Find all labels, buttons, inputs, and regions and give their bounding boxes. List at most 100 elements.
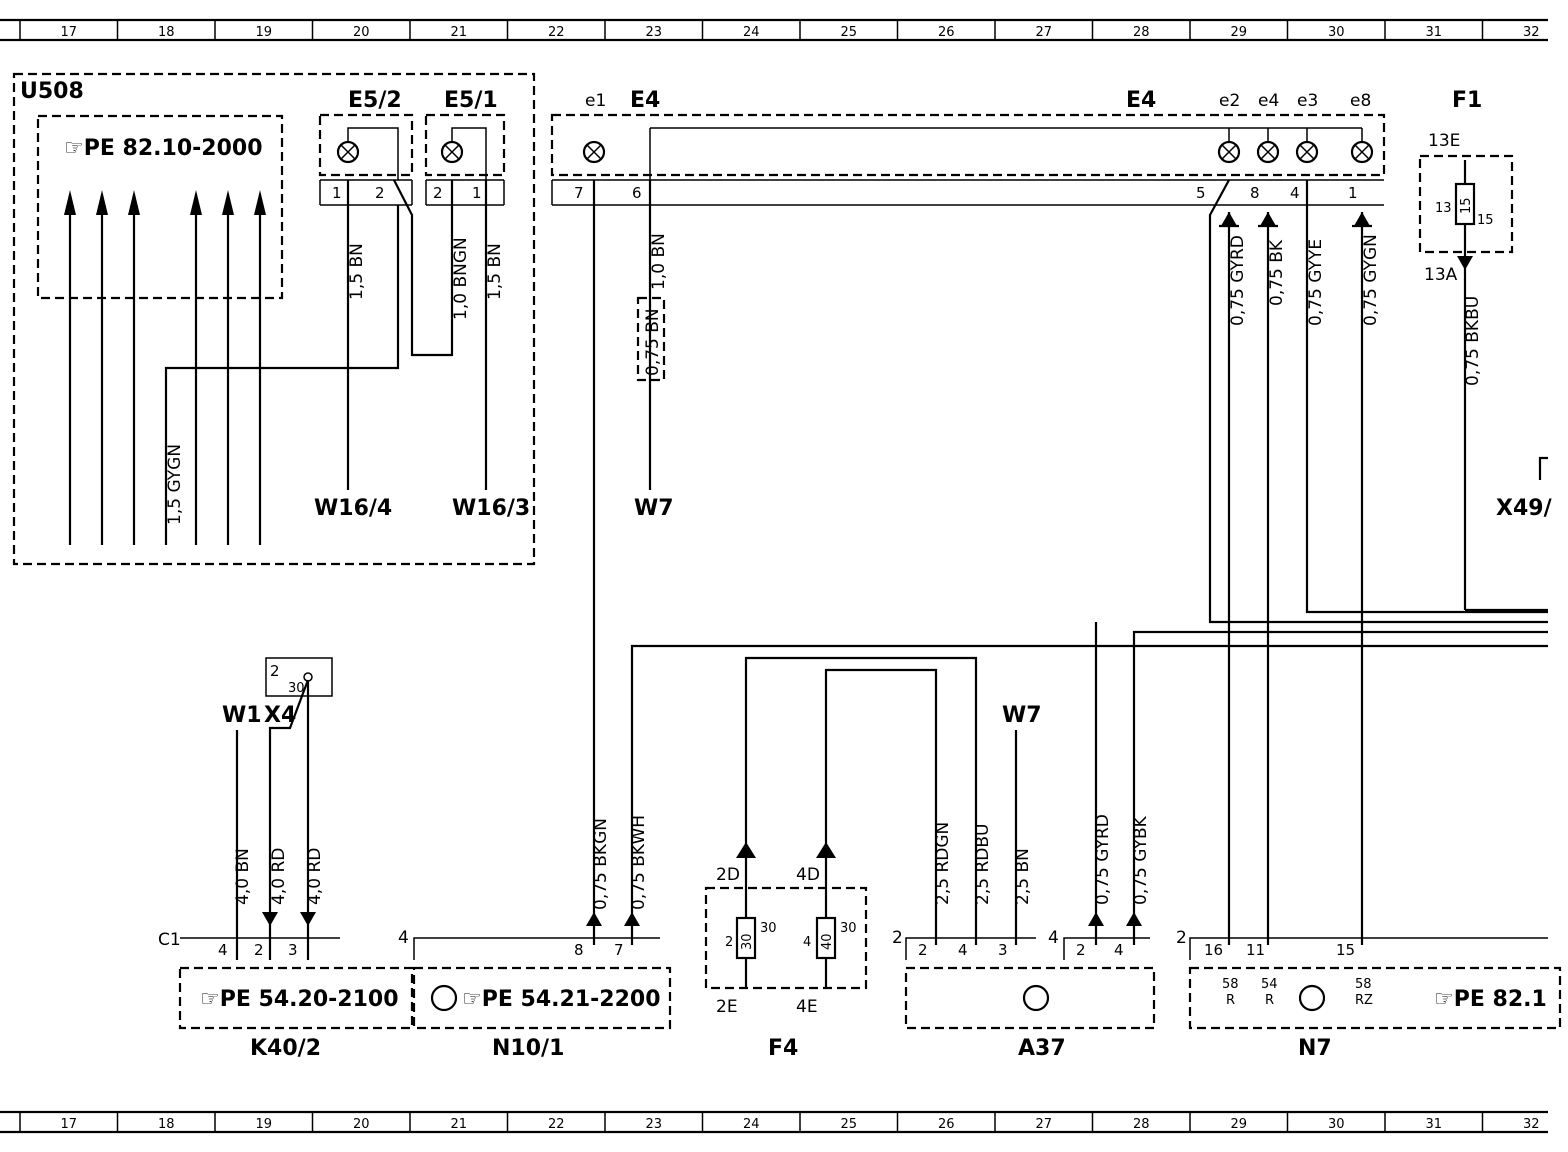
x49-label: X49/ (1496, 496, 1553, 521)
svg-text:0,75 BK: 0,75 BK (1267, 239, 1287, 306)
svg-text:30: 30 (840, 921, 857, 936)
svg-text:e4: e4 (1258, 91, 1279, 111)
grid-label: 21 (450, 1117, 467, 1132)
svg-text:8: 8 (574, 941, 584, 959)
grid-label: 18 (158, 25, 175, 40)
svg-text:0,75 BN: 0,75 BN (643, 308, 663, 376)
svg-text:4: 4 (398, 928, 409, 948)
grid-label: 21 (450, 25, 467, 40)
grid-label: 27 (1035, 1117, 1052, 1132)
svg-text:2,5 BN: 2,5 BN (1013, 848, 1033, 905)
svg-text:1,5 GYGN: 1,5 GYGN (165, 444, 185, 525)
svg-text:R: R (1226, 993, 1235, 1008)
svg-text:2: 2 (1076, 941, 1086, 959)
svg-text:e1: e1 (585, 91, 606, 111)
a37-label: A37 (1018, 1036, 1066, 1061)
grid-label: 29 (1230, 1117, 1247, 1132)
e4-block: e1 E4 E4 e2 e4 e3 e8 7 6 5 8 4 1 1,0 BN … (550, 88, 1548, 945)
svg-text:2: 2 (375, 184, 385, 202)
svg-text:2: 2 (1176, 928, 1187, 948)
n10-block: 4 8 7 ☞PE 54.21-2200 N10/1 0,75 BKGN 0,7… (398, 815, 672, 1061)
w1-label: W1 (222, 703, 262, 728)
svg-text:54: 54 (1261, 977, 1278, 992)
f4-label: F4 (768, 1036, 798, 1061)
bus-lines (630, 622, 1548, 945)
grid-label: 22 (548, 25, 565, 40)
svg-text:13E: 13E (1428, 131, 1460, 151)
grid-label: 28 (1133, 1117, 1150, 1132)
svg-text:2D: 2D (716, 865, 740, 885)
svg-text:1: 1 (332, 184, 342, 202)
grid-label: 25 (840, 25, 857, 40)
svg-text:1,5 BN: 1,5 BN (485, 243, 505, 300)
svg-text:4,0 BN: 4,0 BN (233, 848, 253, 905)
grid-label: 26 (938, 1117, 955, 1132)
grid-label: 17 (60, 25, 77, 40)
grid-top (0, 18, 1548, 42)
svg-text:0,75 GYRD: 0,75 GYRD (1093, 814, 1113, 905)
w16-4-label: W16/4 (314, 496, 392, 521)
grid-label: 23 (645, 25, 662, 40)
svg-text:2: 2 (892, 928, 903, 948)
u508-arrows (64, 190, 266, 545)
svg-text:4,0 RD: 4,0 RD (269, 848, 289, 905)
svg-text:4,0 RD: 4,0 RD (305, 848, 325, 905)
svg-text:0,75 GYYE: 0,75 GYYE (1306, 239, 1326, 326)
svg-text:4: 4 (1048, 928, 1059, 948)
grid-label: 30 (1328, 1117, 1345, 1132)
svg-text:0,75 BKWH: 0,75 BKWH (629, 815, 649, 910)
u508-reference: ☞PE 82.10-2000 (64, 136, 263, 161)
svg-text:11: 11 (1246, 941, 1265, 959)
svg-text:0,75 BKGN: 0,75 BKGN (591, 818, 611, 910)
svg-text:40: 40 (820, 933, 835, 950)
svg-text:58: 58 (1355, 977, 1372, 992)
n7-block: 2 16 11 15 58 R 54 R 58 RZ ☞PE 82.1 N7 (1176, 928, 1562, 1061)
k40-reference: ☞PE 54.20-2100 (200, 987, 399, 1012)
u508-block: U508 ☞PE 82.10-2000 E5/2 1 2 E5/1 2 1 (12, 72, 536, 566)
svg-text:0,75 GYBK: 0,75 GYBK (1131, 815, 1151, 905)
n10-1-label: N10/1 (492, 1036, 564, 1061)
svg-text:4: 4 (1114, 941, 1124, 959)
svg-text:2: 2 (918, 941, 928, 959)
grid-label: 18 (158, 1117, 175, 1132)
svg-text:1,5 BN: 1,5 BN (347, 243, 367, 300)
svg-text:e2: e2 (1219, 91, 1240, 111)
svg-text:4: 4 (803, 935, 811, 950)
svg-text:7: 7 (574, 184, 584, 202)
svg-text:2: 2 (254, 941, 264, 959)
grid-label: 32 (1523, 25, 1540, 40)
grid-label: 17 (60, 1117, 77, 1132)
grid-label: 31 (1425, 25, 1442, 40)
svg-text:4E: 4E (796, 997, 818, 1017)
svg-text:15: 15 (1336, 941, 1355, 959)
svg-text:0,75 GYRD: 0,75 GYRD (1228, 235, 1248, 326)
grid-label: 23 (645, 1117, 662, 1132)
svg-text:e3: e3 (1297, 91, 1318, 111)
grid-label: 20 (353, 25, 370, 40)
svg-text:13: 13 (1435, 201, 1452, 216)
svg-text:1,0 BN: 1,0 BN (649, 233, 669, 290)
w7-bottom-label: W7 (1002, 703, 1042, 728)
svg-text:2,5 RDGN: 2,5 RDGN (933, 822, 953, 905)
svg-text:2: 2 (270, 662, 280, 680)
svg-text:1,0 BNGN: 1,0 BNGN (451, 237, 471, 320)
grid-label: 19 (255, 25, 272, 40)
svg-text:5: 5 (1196, 184, 1206, 202)
svg-text:2: 2 (725, 935, 733, 950)
c1-label: C1 (158, 930, 181, 950)
svg-text:15: 15 (1459, 197, 1474, 214)
svg-text:2: 2 (433, 184, 443, 202)
svg-text:0,75 BKBU: 0,75 BKBU (1463, 296, 1483, 386)
grid-label: 28 (1133, 25, 1150, 40)
a37-block: W7 2,5 RDGN 2,5 RDBU 2,5 BN 0,75 GYRD 0,… (892, 703, 1156, 1061)
svg-text:30: 30 (740, 933, 755, 950)
w7-top-label: W7 (634, 496, 674, 521)
svg-text:4: 4 (218, 941, 228, 959)
svg-text:30: 30 (760, 921, 777, 936)
e5-1-label: E5/1 (444, 88, 498, 113)
svg-text:2,5 RDBU: 2,5 RDBU (973, 824, 993, 905)
svg-text:2E: 2E (716, 997, 738, 1017)
f1-label: F1 (1452, 88, 1482, 113)
grid-label: 24 (743, 1117, 760, 1132)
svg-text:4D: 4D (796, 865, 820, 885)
